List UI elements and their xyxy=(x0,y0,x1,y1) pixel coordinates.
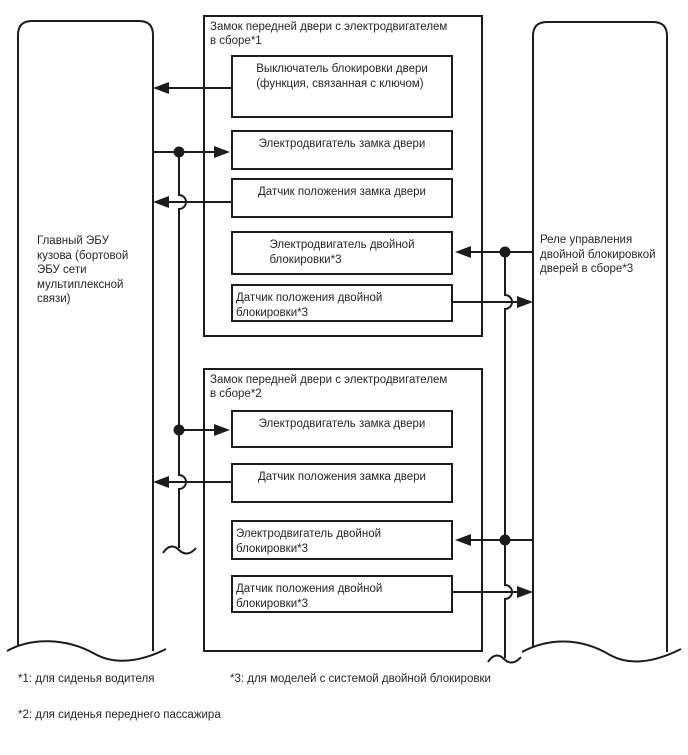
wire-break-squiggle-right xyxy=(487,654,522,664)
door-lock-position-sensor-label-2: Датчик положения замка двери xyxy=(258,471,426,483)
door-lock-switch-label: Выключатель блокировки двери (функция, с… xyxy=(256,63,428,90)
double-lock-motor-box-2: Электродвигатель двойной блокировки*3 xyxy=(231,520,453,560)
footnote-3: *3: для моделей с системой двойной блоки… xyxy=(230,673,491,685)
arrowhead-into-relay-1 xyxy=(517,296,533,308)
door-lock-position-sensor-box-1: Датчик положения замка двери xyxy=(231,178,453,218)
arrowhead-into-double-lock-motor-1 xyxy=(455,246,471,258)
door-lock-motor-box-1: Электродвигатель замка двери xyxy=(231,130,453,170)
front-door-lock-assembly-2-title: Замок передней двери с электродвигателем… xyxy=(210,374,448,400)
arrowhead-into-ecu-3 xyxy=(153,476,169,488)
door-lock-position-sensor-label-1: Датчик положения замка двери xyxy=(258,186,426,198)
double-lock-motor-label-1: Электродвигатель двойной блокировки*3 xyxy=(269,239,415,266)
wire-break-squiggle-left xyxy=(162,545,197,555)
main-ecu-label: Главный ЭБУ кузова (бортовой ЭБУ сети му… xyxy=(37,235,129,305)
arrowhead-into-ecu-2 xyxy=(153,196,169,208)
arrowhead-into-ecu-1 xyxy=(153,82,169,94)
main-ecu-box-break-wave xyxy=(6,640,167,662)
front-door-lock-assembly-1-box xyxy=(203,15,483,337)
arrowhead-into-double-lock-motor-2 xyxy=(455,534,471,546)
double-lock-position-sensor-label-1: Датчик положения двойной блокировки*3 xyxy=(236,292,383,319)
double-lock-motor-box-1: Электродвигатель двойной блокировки*3 xyxy=(231,231,453,275)
double-lock-position-sensor-label-2: Датчик положения двойной блокировки*3 xyxy=(236,583,383,610)
arrowhead-into-relay-2 xyxy=(517,586,533,598)
footnote-1: *1: для сиденья водителя xyxy=(18,673,155,685)
arrowhead-into-lock-motor-2 xyxy=(214,424,230,436)
double-lock-motor-label-2: Электродвигатель двойной блокировки*3 xyxy=(236,528,382,555)
junction-dot-right-2 xyxy=(499,534,511,546)
front-door-lock-assembly-1-title: Замок передней двери с электродвигателем… xyxy=(210,21,448,47)
relay-label: Реле управления двойной блокировкой двер… xyxy=(540,234,656,275)
door-lock-motor-label-2: Электродвигатель замка двери xyxy=(258,418,426,430)
arrowhead-into-lock-motor-1 xyxy=(214,146,230,158)
footnote-2: *2: для сиденья переднего пассажира xyxy=(18,709,221,721)
vertical-bus-right xyxy=(504,252,513,658)
door-lock-switch-box: Выключатель блокировки двери (функция, с… xyxy=(231,55,453,118)
relay-box-break-wave xyxy=(521,640,682,663)
junction-dot-left-2 xyxy=(173,424,185,436)
double-lock-position-sensor-box-1: Датчик положения двойной блокировки*3 xyxy=(231,284,453,322)
junction-dot-right-1 xyxy=(499,246,511,258)
junction-dot-left-1 xyxy=(173,146,185,158)
vertical-bus-left xyxy=(178,152,187,548)
main-ecu-box-outline xyxy=(17,20,154,651)
door-lock-motor-box-2: Электродвигатель замка двери xyxy=(231,410,453,448)
front-door-lock-assembly-2-box xyxy=(203,368,483,652)
relay-box-outline xyxy=(532,21,668,652)
door-lock-motor-label-1: Электродвигатель замка двери xyxy=(258,138,426,150)
door-lock-position-sensor-box-2: Датчик положения замка двери xyxy=(231,463,453,503)
double-lock-position-sensor-box-2: Датчик положения двойной блокировки*3 xyxy=(231,575,453,613)
